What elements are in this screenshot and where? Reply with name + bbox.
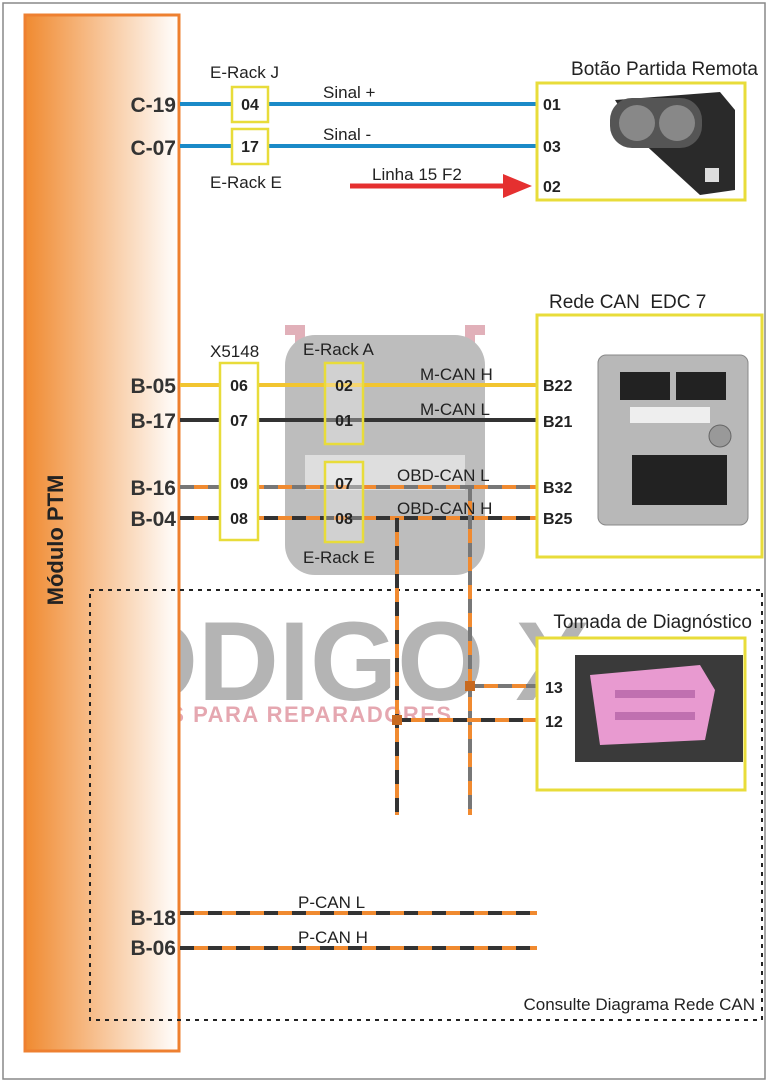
terminal-number: 08 bbox=[230, 511, 248, 528]
diagnostic-socket-photo bbox=[575, 655, 743, 762]
pin-b17: B-17 bbox=[130, 410, 176, 433]
terminal-number: 07 bbox=[230, 413, 248, 430]
button-photo bbox=[610, 92, 735, 195]
connector-label: E-Rack J bbox=[210, 63, 279, 82]
splice-node bbox=[392, 715, 402, 725]
terminal-number: 09 bbox=[230, 476, 248, 493]
connector-label: E-Rack A bbox=[303, 340, 375, 359]
pin-c07: C-07 bbox=[130, 137, 176, 160]
terminal-box bbox=[230, 127, 270, 166]
arrow-icon bbox=[503, 174, 532, 198]
pin-b05: B-05 bbox=[130, 375, 176, 398]
splice-node bbox=[465, 681, 475, 691]
terminal-number: 06 bbox=[230, 378, 248, 395]
terminal-number: 02 bbox=[335, 378, 353, 395]
terminal-number: 08 bbox=[335, 511, 353, 528]
erack-e-connector bbox=[323, 460, 365, 544]
module-label: Módulo PTM bbox=[43, 475, 68, 606]
wire-label: M-CAN L bbox=[420, 400, 490, 419]
device-pin: B25 bbox=[543, 511, 572, 528]
terminal-box bbox=[230, 85, 270, 124]
device-title: Botão Partida Remota bbox=[571, 59, 758, 80]
device-pin: B22 bbox=[543, 378, 572, 395]
wire-label: Linha 15 F2 bbox=[372, 165, 462, 184]
wire-label: P-CAN L bbox=[298, 893, 365, 912]
device-pin: 12 bbox=[545, 714, 563, 731]
terminal-number: 04 bbox=[241, 97, 259, 114]
wire-label: OBD-CAN L bbox=[397, 466, 490, 485]
device-pin: B21 bbox=[543, 414, 572, 431]
erack-a-connector bbox=[323, 361, 365, 446]
connector-label: X5148 bbox=[210, 342, 259, 361]
wire-label: Sinal - bbox=[323, 125, 371, 144]
wire-label: Sinal + bbox=[323, 83, 376, 102]
device-pin: 02 bbox=[543, 179, 561, 196]
ecu-photo bbox=[597, 354, 749, 526]
connector-label: E-Rack E bbox=[303, 548, 375, 567]
device-pin: B32 bbox=[543, 480, 572, 497]
terminal-number: 17 bbox=[241, 139, 259, 156]
wire-label: M-CAN H bbox=[420, 365, 493, 384]
pin-b06: B-06 bbox=[130, 937, 176, 960]
can-network-region bbox=[89, 589, 763, 1021]
note-text: Consulte Diagrama Rede CAN bbox=[524, 995, 756, 1014]
device-pin: 13 bbox=[545, 680, 563, 697]
device-pin: 03 bbox=[543, 139, 561, 156]
pin-b04: B-04 bbox=[130, 508, 176, 531]
connector-label: E-Rack E bbox=[210, 173, 282, 192]
terminal-number: 07 bbox=[335, 476, 353, 493]
device-pin: 01 bbox=[543, 97, 561, 114]
pin-c19: C-19 bbox=[130, 94, 176, 117]
x5148-connector bbox=[218, 361, 260, 542]
wire-label: OBD-CAN H bbox=[397, 499, 492, 518]
terminal-number: 01 bbox=[335, 413, 353, 430]
pin-b18: B-18 bbox=[130, 907, 176, 930]
ptm-module bbox=[23, 13, 181, 1053]
device-title: Rede CAN EDC 7 bbox=[549, 292, 706, 313]
wire-label: P-CAN H bbox=[298, 928, 368, 947]
pin-b16: B-16 bbox=[130, 477, 176, 500]
device-title: Tomada de Diagnóstico bbox=[553, 612, 752, 633]
